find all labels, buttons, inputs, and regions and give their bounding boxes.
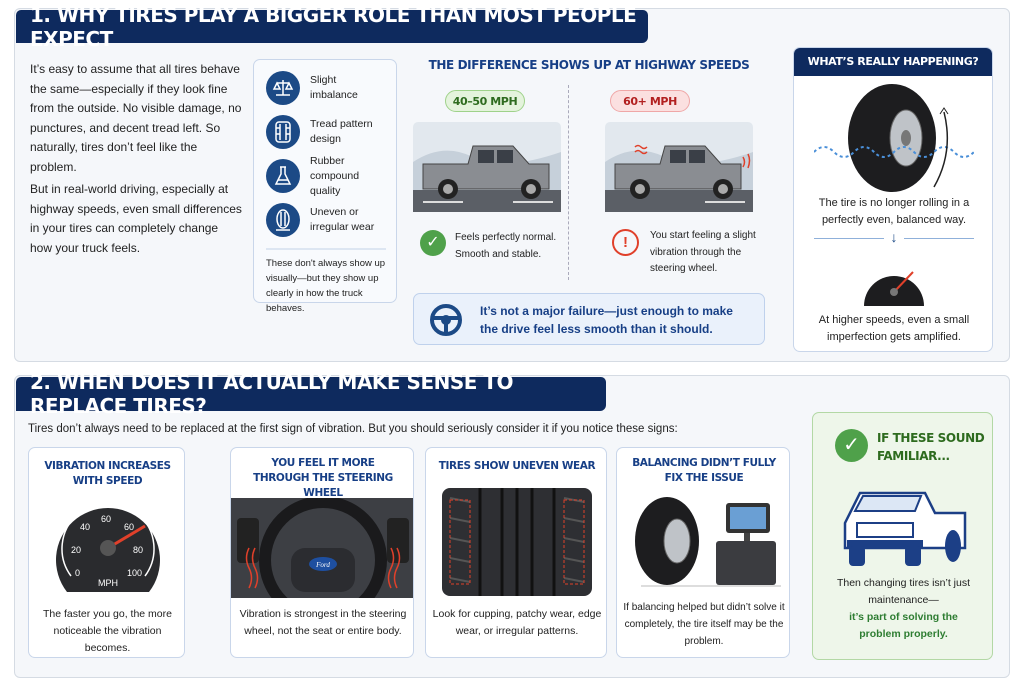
factor-label: Rubber compound quality — [310, 154, 360, 197]
tire-wobble-illustration — [814, 84, 974, 192]
card-title: VIBRATION INCREASES WITH SPEED — [44, 460, 171, 487]
gauge-unit: MPH — [98, 578, 118, 588]
factor-item: Rubber compound quality — [266, 154, 386, 198]
comparison-divider — [568, 85, 569, 280]
whats-happening-title: WHAT’S REALLY HAPPENING? — [794, 48, 992, 76]
factor-label: Tread pattern design — [310, 118, 373, 145]
note-text: It’s not a major failure—just enough to … — [480, 304, 733, 336]
low-speed-text: Feels perfectly normal. Smooth and stabl… — [455, 232, 557, 260]
gauge-tick: 20 — [71, 545, 81, 555]
scale-icon — [266, 71, 300, 105]
speed-badge-high: 60+ MPH — [610, 90, 690, 112]
check-icon: ✓ — [420, 230, 446, 256]
high-speed-text: You start feeling a slight vibration thr… — [650, 230, 756, 274]
card-text: Look for cupping, patchy wear, edge wear… — [432, 608, 602, 637]
sign-card-balancing: BALANCING DIDN’T FULLY FIX THE ISSUE If … — [616, 447, 790, 658]
factor-item: Uneven or irregular wear — [266, 198, 386, 242]
check-icon: ✓ — [835, 429, 868, 462]
gauge-tick: 60 — [124, 522, 134, 532]
section-1-title: 1. WHY TIRES PLAY A BIGGER ROLE THAN MOS… — [16, 3, 648, 51]
worn-tire-icon — [266, 203, 300, 237]
comparison-title: THE DIFFERENCE SHOWS UP AT HIGHWAY SPEED… — [428, 58, 750, 72]
sign-card-speed: VIBRATION INCREASES WITH SPEED 0 20 40 6… — [28, 447, 185, 658]
speedometer-gauge: 0 20 40 60 60 80 100 MPH — [56, 501, 161, 592]
card-text: Vibration is strongest in the steering w… — [239, 608, 407, 637]
happening-text-1: The tire is no longer rolling in a perfe… — [818, 197, 970, 226]
sign-card-wear: TIRES SHOW UNEVEN WEAR Look for cupping,… — [425, 447, 607, 658]
card-title: YOU FEEL IT MORE THROUGH THE STEERING WH… — [253, 457, 393, 499]
factors-note: These don't always show up visually—but … — [266, 248, 386, 316]
gauge-tick: 0 — [75, 568, 80, 578]
steering-wheel-image: Ford — [231, 498, 413, 598]
card-text: The faster you go, the more noticeable t… — [43, 608, 172, 654]
arrow-down-icon: ↓ — [884, 229, 904, 245]
factor-label: Uneven or irregular wear — [310, 206, 375, 233]
ford-logo: Ford — [315, 561, 330, 569]
note-box: It’s not a major failure—just enough to … — [413, 293, 765, 345]
warning-icon: ! — [612, 229, 639, 256]
happening-text-2: At higher speeds, even a small imperfect… — [818, 314, 970, 343]
steering-wheel-icon — [430, 304, 462, 336]
uneven-tread-image — [442, 488, 592, 596]
conclusion-text: Then changing tires isn’t just maintenan… — [836, 577, 971, 606]
speed-badge-low: 40–50 MPH — [445, 90, 525, 112]
card-title: BALANCING DIDN’T FULLY FIX THE ISSUE — [632, 457, 776, 484]
section-2-title: 2. WHEN DOES IT ACTUALLY MAKE SENSE TO R… — [16, 370, 606, 418]
conclusion-highlight: it’s part of solving the problem properl… — [849, 611, 958, 640]
gauge-tick: 40 — [80, 522, 90, 532]
factors-box: Slight imbalance Tread pattern design Ru… — [253, 59, 397, 314]
whats-happening-box: WHAT’S REALLY HAPPENING? The tire is no … — [793, 47, 993, 352]
card-title: TIRES SHOW UNEVEN WEAR — [438, 460, 596, 472]
factor-item: Tread pattern design — [266, 110, 386, 154]
conclusion-title: IF THESE SOUND FAMILIAR... — [877, 431, 985, 463]
section-2-intro: Tires don’t always need to be replaced a… — [28, 423, 678, 435]
conclusion-box: ✓ IF THESE SOUND FAMILIAR... Then changi… — [812, 412, 993, 660]
gauge-tick: 80 — [133, 545, 143, 555]
factor-label: Slight imbalance — [310, 74, 358, 101]
tire-balancer-image — [635, 497, 781, 587]
intro-paragraph-2: But in real-world driving, especially at… — [30, 182, 242, 255]
truck-image-vibrating — [605, 122, 753, 212]
factor-item: Slight imbalance — [266, 66, 386, 110]
speedometer-icon — [864, 271, 924, 306]
intro-paragraph-1: It’s easy to assume that all tires behav… — [30, 62, 242, 174]
gauge-tick: 100 — [127, 568, 142, 578]
truck-image-normal — [413, 122, 561, 212]
gauge-tick: 60 — [101, 514, 111, 524]
sign-card-steering: YOU FEEL IT MORE THROUGH THE STEERING WH… — [230, 447, 414, 658]
tread-icon — [266, 115, 300, 149]
pickup-truck-illustration — [843, 491, 967, 566]
flask-icon — [266, 159, 300, 193]
card-text: If balancing helped but didn’t solve it … — [623, 602, 785, 647]
